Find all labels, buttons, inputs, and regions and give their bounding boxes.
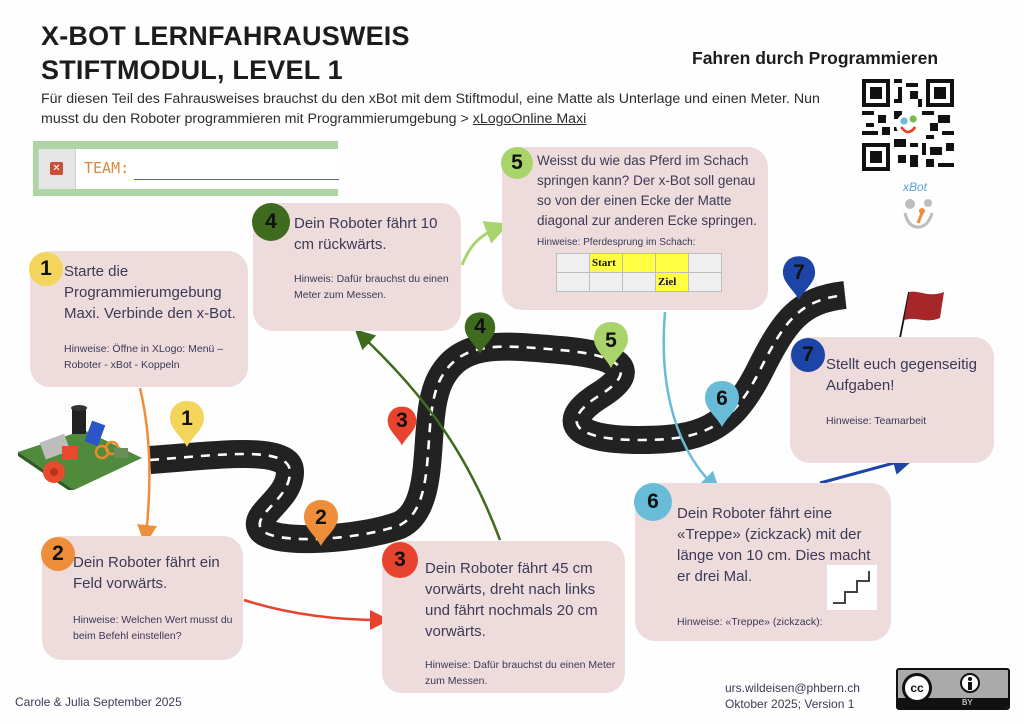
route-pin-3[interactable]: 3 <box>386 404 424 454</box>
step-1-hint: Hinweise: Öffne in XLogo: Menü – Roboter… <box>64 343 224 371</box>
route-pin-2[interactable]: 2 <box>302 498 340 548</box>
step-5-hint: Hinweise: Pferdesprung im Schach: <box>537 237 696 248</box>
step-5-badge: 5 <box>501 147 533 179</box>
step-3-hint: Hinweise: Dafür brauchst du einen Meter … <box>425 659 616 687</box>
step-4-badge: 4 <box>252 203 290 241</box>
step-7-badge: 7 <box>791 338 825 372</box>
route-pin-5-number: 5 <box>605 329 617 352</box>
footer-authors: Carole & Julia September 2025 <box>15 695 182 709</box>
cc-by-license-badge[interactable]: cc BY <box>896 668 1010 710</box>
step-4-hint: Hinweis: Dafür brauchst du einen Meter z… <box>294 273 449 301</box>
route-pin-6-number: 6 <box>716 387 728 410</box>
chess-cell-goal: Ziel <box>655 272 689 292</box>
intro-body: Für diesen Teil des Fahrausweises brauch… <box>41 91 820 127</box>
title-line-2: STIFTMODUL, LEVEL 1 <box>41 55 343 85</box>
step-card-1: Starte die Programmierumgebung Maxi. Ver… <box>30 251 248 387</box>
qr-code-graphic <box>862 79 954 171</box>
step-5-text: Weisst du wie das Pferd im Schach spring… <box>537 153 757 228</box>
team-label: TEAM: <box>84 159 130 177</box>
step-card-2: Dein Roboter fährt ein Feld vorwärts. Hi… <box>42 536 243 660</box>
route-pin-5[interactable]: 5 <box>592 320 630 370</box>
arrow-2-to-3 <box>243 598 390 630</box>
team-field-gutter: ✕ <box>39 149 76 189</box>
route-pin-1-number: 1 <box>181 407 193 430</box>
chess-cell <box>622 272 656 292</box>
team-input-line[interactable] <box>134 179 339 180</box>
robot-icon <box>18 405 142 494</box>
xbot-robot-image <box>14 400 144 494</box>
route-pin-4[interactable]: 4 <box>463 310 501 360</box>
route-pin-1[interactable]: 1 <box>168 399 206 449</box>
close-icon[interactable]: ✕ <box>50 162 63 175</box>
xbot-logo: xBot <box>892 180 946 235</box>
chess-cell <box>688 253 722 273</box>
arrow-1-to-2 <box>137 387 158 545</box>
step-4-text: Dein Roboter fährt 10 cm rückwärts. <box>294 215 438 253</box>
route-pin-6[interactable]: 6 <box>703 379 741 429</box>
chess-cell <box>556 272 590 292</box>
team-field[interactable]: ✕ TEAM: <box>38 149 339 189</box>
step-2-badge: 2 <box>41 537 75 571</box>
attribution-person-icon <box>960 673 980 693</box>
staircase-icon <box>833 571 870 604</box>
step-6-badge: 6 <box>634 483 672 521</box>
by-label: BY <box>962 698 973 707</box>
chess-cell <box>589 272 623 292</box>
chess-row-1: Start <box>556 253 722 273</box>
xbot-logo-icon <box>903 199 934 229</box>
arrow-3-to-4 <box>354 329 502 541</box>
title-line-1: X-BOT LERNFAHRAUSWEIS <box>41 21 410 51</box>
route-pin-7[interactable]: 7 <box>781 254 819 304</box>
step-card-3: Dein Roboter fährt 45 cm vorwärts, dreht… <box>382 541 625 693</box>
chess-cell <box>556 253 590 273</box>
intro-text: Für diesen Teil des Fahrausweises brauch… <box>41 89 841 129</box>
cc-by-bar <box>898 698 1008 708</box>
footer-email[interactable]: urs.wildeisen@phbern.ch <box>725 681 860 695</box>
qr-code[interactable] <box>862 79 954 171</box>
step-7-hint: Hinweise: Teamarbeit <box>826 415 927 427</box>
step-7-text: Stellt euch gegenseitig Aufgaben! <box>826 356 977 394</box>
chess-knight-diagram: Start Ziel <box>556 253 722 292</box>
step-3-text: Dein Roboter fährt 45 cm vorwärts, dreht… <box>425 560 598 640</box>
subtitle: Fahren durch Programmieren <box>692 48 939 68</box>
staircase-diagram <box>827 565 877 610</box>
arrow-5-to-6 <box>662 311 721 493</box>
step-2-text: Dein Roboter fährt ein Feld vorwärts. <box>73 554 220 592</box>
cc-icon: cc <box>902 673 932 703</box>
step-6-text: Dein Roboter fährt eine «Treppe» (zickza… <box>677 505 871 585</box>
step-card-5: Weisst du wie das Pferd im Schach spring… <box>502 147 768 310</box>
xlogo-link[interactable]: xLogoOnline Maxi <box>472 111 587 127</box>
step-3-badge: 3 <box>382 542 418 578</box>
arrow-4-to-5 <box>460 221 510 266</box>
team-field-frame: ✕ TEAM: <box>33 141 339 196</box>
arrow-6-to-7 <box>819 451 917 485</box>
route-pin-2-number: 2 <box>315 506 327 529</box>
step-6-hint: Hinweise: «Treppe» (zickzack): <box>677 616 823 628</box>
step-2-hint: Hinweise: Welchen Wert musst du beim Bef… <box>73 614 233 642</box>
xbot-logo-text: xBot <box>903 180 928 194</box>
chess-row-2: Ziel <box>556 272 722 292</box>
step-1-badge: 1 <box>29 252 63 286</box>
chess-cell-start: Start <box>589 253 623 273</box>
footer-version: Oktober 2025; Version 1 <box>725 697 855 711</box>
chess-cell <box>622 253 656 273</box>
route-pin-7-number: 7 <box>793 261 805 284</box>
route-pin-3-number: 3 <box>396 409 408 432</box>
chess-cell <box>688 272 722 292</box>
route-pin-4-number: 4 <box>474 315 486 338</box>
step-1-text: Starte die Programmierumgebung Maxi. Ver… <box>64 263 236 322</box>
step-card-6: Dein Roboter fährt eine «Treppe» (zickza… <box>635 483 891 641</box>
chess-cell <box>655 253 689 273</box>
